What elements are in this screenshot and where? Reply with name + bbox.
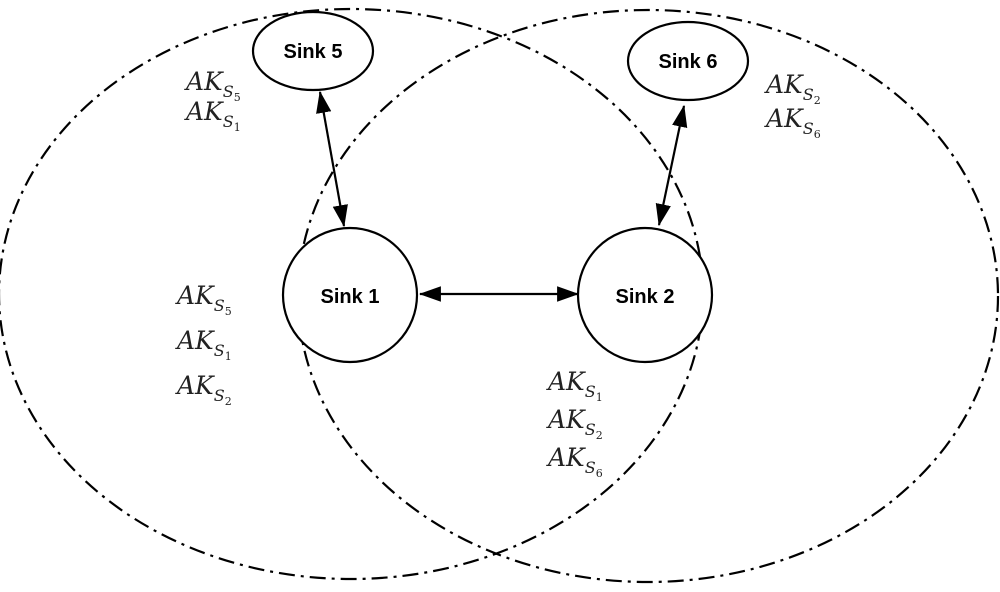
- key-label-base: AK: [184, 67, 224, 96]
- link-sink5-sink1: [316, 90, 348, 228]
- key-label-base: AK: [546, 443, 586, 472]
- key-label-index: 1: [234, 121, 241, 134]
- key-label-index: 1: [225, 350, 232, 363]
- key-label: AKS2: [546, 405, 603, 442]
- key-label: AKS5: [175, 281, 232, 318]
- key-label-sub: S: [585, 420, 596, 439]
- key-label-index: 6: [814, 128, 821, 141]
- key-label: AKS5: [184, 67, 241, 104]
- key-label: AKS2: [764, 70, 821, 107]
- node-sink1-label: Sink 1: [321, 286, 380, 308]
- node-sink1[interactable]: Sink 1: [281, 226, 419, 364]
- key-label-sub: S: [585, 382, 596, 401]
- node-sink6-label: Sink 6: [659, 51, 718, 73]
- key-label-base: AK: [546, 405, 586, 434]
- key-label-sub: S: [214, 386, 225, 405]
- key-label-sub: S: [585, 458, 596, 477]
- key-label-sub: S: [214, 341, 225, 360]
- key-label: AKS1: [546, 367, 603, 404]
- key-label-base: AK: [175, 326, 215, 355]
- node-sink2-label: Sink 2: [616, 286, 675, 308]
- key-label: AKS1: [175, 326, 232, 363]
- link-sink6-sink2: [655, 104, 688, 227]
- key-label-index: 2: [596, 429, 603, 442]
- key-label-index: 2: [814, 94, 821, 107]
- key-label-sub: S: [223, 82, 234, 101]
- key-label-base: AK: [546, 367, 586, 396]
- node-sink2[interactable]: Sink 2: [576, 226, 714, 364]
- key-label-base: AK: [764, 70, 804, 99]
- node-sink5-label: Sink 5: [284, 41, 343, 63]
- key-label-index: 5: [225, 305, 232, 318]
- key-label: AKS6: [546, 443, 603, 480]
- key-label-index: 1: [596, 391, 603, 404]
- key-label-sub: S: [214, 296, 225, 315]
- key-label: AKS2: [175, 371, 232, 408]
- key-label-index: 2: [225, 395, 232, 408]
- key-label-base: AK: [175, 371, 215, 400]
- key-label-sub: S: [803, 85, 814, 104]
- node-sink6[interactable]: Sink 6: [626, 20, 750, 102]
- key-label-index: 6: [596, 467, 603, 480]
- key-label-base: AK: [184, 97, 224, 126]
- key-label-base: AK: [175, 281, 215, 310]
- key-label-base: AK: [764, 104, 804, 133]
- node-sink5[interactable]: Sink 5: [251, 10, 375, 92]
- key-label-sub: S: [223, 112, 234, 131]
- key-label-sub: S: [803, 119, 814, 138]
- key-label: AKS1: [184, 97, 241, 134]
- key-label-index: 5: [234, 91, 241, 104]
- key-label: AKS6: [764, 104, 821, 141]
